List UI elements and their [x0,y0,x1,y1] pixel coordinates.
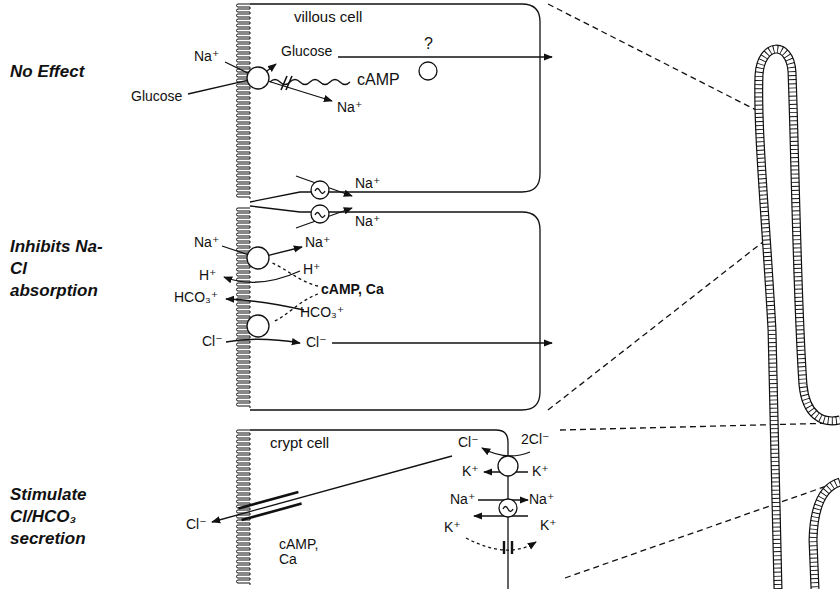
ion-label: Na⁺ [194,49,219,64]
cell-region: villous cell [250,4,540,192]
effect-label: Inhibits Na-Cl absorption [10,236,115,302]
ion-label: Cl⁻ [186,517,207,532]
ion-label: HCO₃⁺ [174,290,218,305]
microvilli [237,4,251,585]
question-mark: ? [424,35,433,53]
messenger-label: cAMP, Ca [321,282,384,297]
ion-label: K⁺ [540,518,557,533]
atpase-wave [315,213,325,218]
ion-label: 2Cl⁻ [521,432,549,447]
pump-symbol [499,499,517,517]
transporter-symbol [419,62,437,80]
no-effect-wave [270,80,350,85]
ion-label: HCO₃⁺ [300,305,344,320]
ion-label: Na⁺ [450,492,475,507]
ion-label: K⁺ [462,464,479,479]
glucose-exit-arrow [338,56,552,57]
potassium-channel-arrow [466,538,536,550]
chloride-exit-arrow [332,342,552,343]
ion-label: K⁺ [532,464,549,479]
ion-label: Na⁺ [355,176,380,191]
crypt-cell-outline [250,430,508,589]
potassium-channel [504,541,512,554]
transporter-symbol [247,315,269,337]
chloride-arrow [482,448,530,456]
ion-label: Glucose [131,89,182,104]
pump-symbol [311,181,329,199]
messenger-label: cAMP [357,71,400,89]
ion-label: Na⁺ [529,492,554,507]
chloride-secretion-arrow [212,456,452,522]
ion-label: Cl⁻ [458,435,479,450]
effect-label: No Effect [10,61,115,83]
messenger-label: cAMP, Ca [279,537,325,568]
cftr-channel [238,492,301,520]
ion-label: Na⁺ [355,214,380,229]
ion-label: H⁺ [199,268,217,283]
transporter-symbol [247,67,269,89]
ion-label: H⁺ [303,262,321,277]
ion-label: Na⁺ [194,235,219,250]
pump-symbol [311,205,329,223]
ion-label: Glucose [281,44,332,59]
ion-label: Cl⁻ [202,334,223,349]
transporter-symbol [247,247,269,269]
chloride-arrow [226,339,300,343]
ion-label: Cl⁻ [306,335,327,350]
cotransporter-symbol [498,456,518,476]
ion-label: K⁺ [444,520,461,535]
glucose-arrow [188,64,276,94]
cell-name: villous cell [294,9,362,26]
ion-label: Na⁺ [337,100,362,115]
atpase-wave [315,189,325,194]
villous-cell-outline [250,4,540,202]
bicarbonate-arrow [226,299,304,310]
ion-label: Na⁺ [305,235,330,250]
atpase-wave [503,507,513,512]
potassium-arrow [474,515,528,516]
villus-outline [759,49,840,589]
effect-label: Stimulate Cl/HCO₃ secretion [10,484,115,550]
block-slash [281,76,292,90]
cell-name: crypt cell [270,435,329,452]
